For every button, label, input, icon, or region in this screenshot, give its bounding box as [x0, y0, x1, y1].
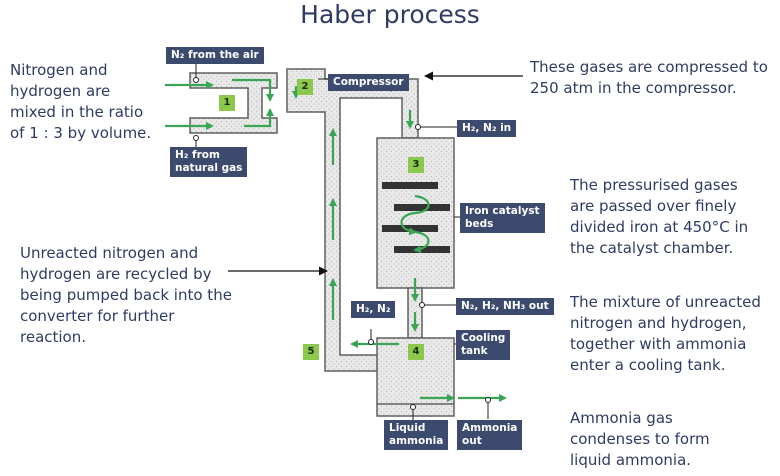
- compressor-label: Compressor: [328, 74, 409, 91]
- cooling-tank-label: Cooling tank: [456, 330, 511, 360]
- h2-source-label: H₂ from natural gas: [170, 147, 248, 177]
- cooling-tank-label-line: tank: [461, 345, 488, 357]
- condense-note: Ammonia gas condenses to form liquid amm…: [570, 408, 710, 471]
- h2-source-label-line: H₂ from: [175, 149, 220, 161]
- annotation-arrows: [228, 71, 523, 276]
- liquid-ammonia-label: Liquid ammonia: [384, 420, 449, 450]
- note-line: of 1 : 3 by volume.: [10, 124, 152, 142]
- note-line: converter for further: [20, 307, 175, 325]
- note-line: condenses to form: [570, 430, 710, 448]
- note-line: Nitrogen and: [10, 61, 108, 79]
- outlet-label: N₂, H₂, NH₃ out: [456, 298, 554, 315]
- note-line: Unreacted nitrogen and: [20, 244, 199, 262]
- mixer-flow-arrow: [232, 78, 274, 102]
- note-line: reaction.: [20, 328, 87, 346]
- note-line: mixed in the ratio: [10, 103, 144, 121]
- note-line: The pressurised gases: [570, 176, 738, 194]
- n2-source-label: N₂ from the air: [166, 47, 264, 64]
- catalyst-beds-label-line: Iron catalyst: [465, 205, 540, 217]
- note-line: the catalyst chamber.: [570, 239, 734, 257]
- catalyst-beds-label-line: beds: [465, 218, 494, 230]
- ammonia-out-label-line: Ammonia: [462, 422, 518, 434]
- page-title: Haber process: [300, 0, 480, 29]
- note-line: together with ammonia: [570, 335, 747, 353]
- recycle-gas-label: H₂, N₂: [351, 301, 396, 318]
- catalyst-flow-arrow: [400, 194, 430, 236]
- liquid-ammonia-label-line: Liquid: [389, 422, 426, 434]
- note-line: 250 atm in the compressor.: [530, 79, 737, 97]
- mixing-note: Nitrogen and hydrogen are mixed in the r…: [10, 60, 151, 144]
- cooling-tank-label-line: Cooling: [461, 332, 506, 344]
- note-line: being pumped back into the: [20, 286, 232, 304]
- catalyst-bed: [394, 204, 450, 211]
- recycle-note: Unreacted nitrogen and hydrogen are recy…: [20, 243, 232, 348]
- step-marker-3: 3: [408, 157, 424, 173]
- step-marker-5: 5: [303, 344, 319, 360]
- ammonia-out-label-line: out: [462, 435, 482, 447]
- liquid-ammonia-label-line: ammonia: [389, 435, 444, 447]
- note-line: Ammonia gas: [570, 409, 673, 427]
- h2-source-label-line: natural gas: [175, 162, 243, 174]
- step-marker-4: 4: [408, 344, 424, 360]
- catalyst-beds-label: Iron catalyst beds: [460, 203, 545, 233]
- note-line: These gases are compressed to: [530, 58, 768, 76]
- note-line: divided iron at 450°C in: [570, 218, 749, 236]
- step-marker-2: 2: [297, 79, 313, 95]
- note-line: enter a cooling tank.: [570, 356, 726, 374]
- note-line: nitrogen and hydrogen,: [570, 314, 747, 332]
- cooling-note: The mixture of unreacted nitrogen and hy…: [570, 292, 761, 376]
- inlet-label: H₂, N₂ in: [457, 120, 517, 137]
- catalyst-flow-arrow: [413, 230, 430, 254]
- note-line: are passed over finely: [570, 197, 737, 215]
- catalyst-note: The pressurised gases are passed over fi…: [570, 175, 748, 259]
- ammonia-out-label: Ammonia out: [457, 420, 523, 450]
- note-line: hydrogen are recycled by: [20, 265, 212, 283]
- compression-note: These gases are compressed to 250 atm in…: [530, 57, 768, 99]
- note-line: The mixture of unreacted: [570, 293, 761, 311]
- step-marker-1: 1: [219, 95, 235, 111]
- catalyst-bed: [382, 182, 438, 189]
- note-line: liquid ammonia.: [570, 451, 692, 469]
- mixer-flow-arrow: [244, 108, 274, 128]
- note-line: hydrogen are: [10, 82, 111, 100]
